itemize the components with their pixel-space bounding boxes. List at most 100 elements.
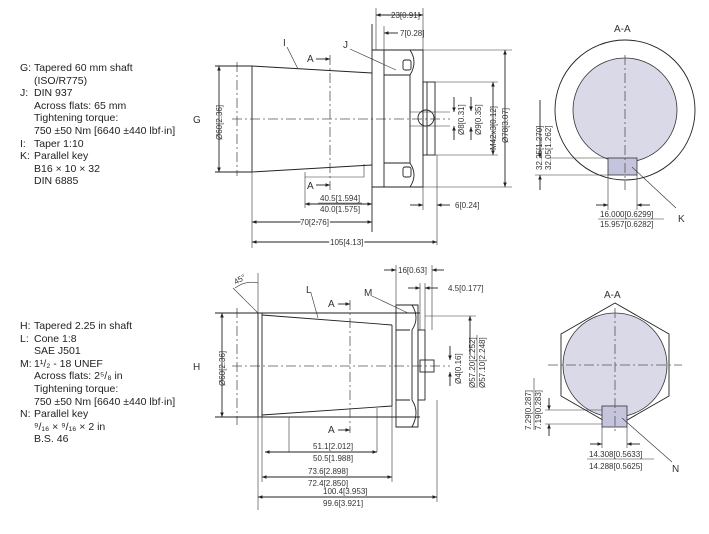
note-key: G: [20, 62, 32, 74]
note-line: B16 × 10 × 32 [20, 163, 175, 176]
section-a-bottom: A [307, 181, 314, 192]
note-text: B16 × 10 × 32 [34, 162, 100, 175]
note-line: M:1¹/₂ - 18 UNEF [20, 358, 175, 371]
note-line: 750 ±50 Nm [6640 ±440 lbf·in] [20, 396, 175, 409]
dim-dia8: Ø8[0.31] [457, 104, 466, 135]
section-a-top: A [328, 299, 335, 310]
label-l: L [306, 285, 312, 296]
dim-6: 6[0.24] [455, 201, 479, 210]
note-text: 750 ±50 Nm [6640 ±440 lbf·in] [34, 124, 176, 137]
dim-14-308: 14.308[0.5633] [589, 450, 642, 459]
note-key: I: [20, 137, 26, 150]
dim-7-19: 7.19[0.283] [534, 390, 543, 430]
dim-7: 7[0.28] [400, 29, 424, 38]
label-i: I [283, 38, 286, 49]
top-section-view: A-A K 32.25[1.270] 32.05[1.262] 16.000[0… [535, 24, 696, 229]
note-line: (ISO/R775) [20, 75, 175, 88]
note-line: G:Tapered 60 mm shaft [20, 62, 175, 75]
bottom-section-view: A-A N 7.29[0.287] 7.19[0.283] 14.308[0.5… [524, 290, 682, 475]
note-line: Tightening torque: [20, 112, 175, 125]
note-line: Across flats: 2⁵/₈ in [20, 370, 175, 383]
note-key: H: [20, 320, 31, 332]
dim-32-05: 32.05[1.262] [544, 126, 553, 170]
label-g: G [193, 115, 201, 126]
dim-7-29: 7.29[0.287] [524, 390, 533, 430]
note-text: Across flats: 2⁵/₈ in [34, 370, 123, 383]
note-text: Cone 1:8 [34, 332, 77, 345]
note-text: Tightening torque: [34, 112, 119, 125]
note-text: Tapered 2.25 in shaft [34, 320, 133, 332]
dim-23: 23[0.91] [391, 11, 420, 20]
dim-16: 16[0.63] [398, 266, 427, 275]
note-text: (ISO/R775) [34, 74, 88, 87]
note-text: Parallel key [34, 408, 89, 421]
dim-16-000: 16.000[0.6299] [600, 210, 653, 219]
label-j: J [343, 40, 348, 51]
dim-15-957: 15.957[0.6282] [600, 220, 653, 229]
note-line: Tightening torque: [20, 383, 175, 396]
note-line: Across flats: 65 mm [20, 100, 175, 113]
note-line: I: Taper 1:10 [20, 138, 175, 151]
note-text: Tapered 60 mm shaft [34, 62, 133, 74]
note-text: DIN 937 [34, 87, 73, 100]
note-key: L: [20, 332, 29, 345]
label-m: M [364, 288, 372, 299]
note-text: Parallel key [34, 150, 89, 163]
dim-51-1: 51.1[2.012] [313, 442, 353, 451]
dim-m42: M42x3[0.12] [489, 106, 498, 150]
dim-72-4: 72.4[2.850] [308, 479, 348, 488]
top-view-labels: G I J A A Ø60[2.36] 23[0.91] 7[0.28] 6[0… [193, 11, 510, 249]
dim-dia60: Ø60[2.36] [218, 351, 227, 386]
note-line: ⁹/₁₆ × ⁹/₁₆ × 2 in [20, 421, 175, 434]
dim-57-10: Ø57.10[2.248] [478, 337, 487, 388]
dim-dia4: Ø4[0.16] [454, 353, 463, 384]
bottom-shaft-view [215, 265, 476, 510]
note-line: SAE J501 [20, 345, 175, 358]
section-title: A-A [614, 24, 631, 35]
dim-105: 105[4.13] [330, 238, 363, 247]
note-text: SAE J501 [34, 345, 81, 358]
notes-top: G:Tapered 60 mm shaft(ISO/R775) J: DIN 937… [20, 62, 175, 188]
note-key: M: [20, 357, 32, 370]
section-title: A-A [604, 290, 621, 301]
key-k [607, 157, 638, 176]
note-text: Tightening torque: [34, 382, 119, 395]
note-line: H:Tapered 2.25 in shaft [20, 320, 175, 333]
note-text: Across flats: 65 mm [34, 99, 127, 112]
section-a-top: A [307, 54, 314, 65]
dim-dia9: Ø9[0.35] [474, 104, 483, 135]
note-line: L: Cone 1:8 [20, 333, 175, 346]
dim-40-0: 40.0[1.575] [320, 205, 360, 214]
top-shaft-view [215, 8, 512, 248]
note-key: K: [20, 150, 30, 163]
dim-4-5: 4.5[0.177] [448, 284, 484, 293]
dim-32-25: 32.25[1.270] [535, 126, 544, 170]
label-n: N [672, 464, 679, 475]
label-k: K [678, 214, 685, 225]
dim-dia78: Ø78[3.07] [501, 108, 510, 143]
label-h: H [193, 362, 200, 373]
note-line: N:Parallel key [20, 408, 175, 421]
note-text: ⁹/₁₆ × ⁹/₁₆ × 2 in [34, 420, 106, 433]
dim-50-5: 50.5[1.988] [313, 454, 353, 463]
note-text: 750 ±50 Nm [6640 ±440 lbf·in] [34, 395, 176, 408]
note-text: B.S. 46 [34, 433, 69, 446]
dim-40-5: 40.5[1.594] [320, 194, 360, 203]
section-a-bottom: A [328, 425, 335, 436]
dim-100-4: 100.4[3.953] [323, 487, 367, 496]
bottom-view-labels: H L M A A 45° Ø60[2.36] 16[0.63] 4.5[0.1… [193, 266, 487, 508]
note-key: J: [20, 87, 29, 100]
dim-70: 70[2.76] [300, 218, 329, 227]
note-key: N: [20, 408, 31, 421]
note-line: 750 ±50 Nm [6640 ±440 lbf·in] [20, 125, 175, 138]
note-line: J: DIN 937 [20, 87, 175, 100]
note-text: Taper 1:10 [34, 137, 84, 150]
dim-14-288: 14.288[0.5625] [589, 462, 642, 471]
dim-57-20: Ø57.20[2.252] [468, 337, 477, 388]
angle-45: 45° [232, 273, 247, 287]
key-n [601, 405, 628, 428]
note-line: B.S. 46 [20, 433, 175, 446]
dim-73-6: 73.6[2.898] [308, 467, 348, 476]
